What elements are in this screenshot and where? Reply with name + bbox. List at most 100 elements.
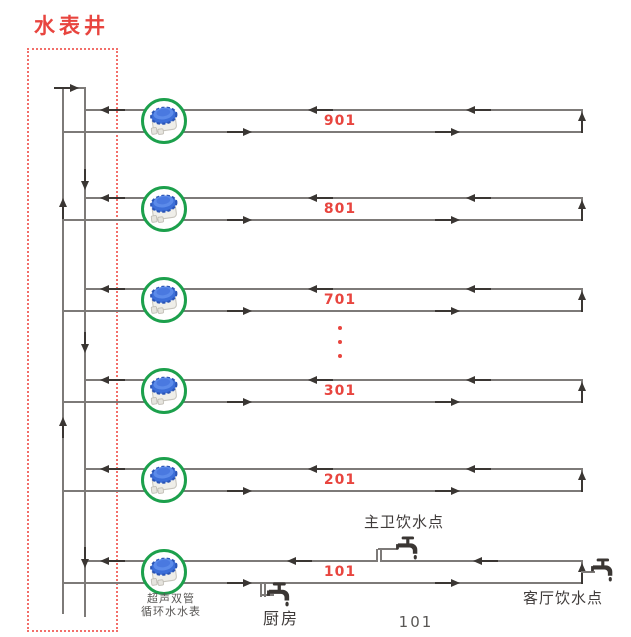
floor-supply-pipe (62, 310, 583, 312)
flow-arrow-left-icon (466, 465, 475, 473)
flow-arrow-left-icon (475, 197, 491, 199)
flow-arrow-left-icon (475, 468, 491, 470)
flow-arrow-left-icon (473, 557, 482, 565)
flow-arrow-up-icon (581, 121, 583, 133)
floor-return-pipe (84, 379, 583, 381)
faucet-icon (396, 536, 418, 560)
flow-arrow-right-icon (227, 310, 243, 312)
bottom-floor-label: 101 (398, 613, 434, 631)
flow-arrow-up-icon (578, 291, 586, 300)
flow-arrow-left-icon (317, 197, 333, 199)
flow-arrow-up-icon (578, 200, 586, 209)
living-room-point-label: 客厅饮水点 (522, 589, 604, 607)
flow-arrow-left-icon (475, 288, 491, 290)
flow-arrow-down-icon (84, 547, 86, 559)
floor-number-label: 901 (323, 113, 357, 129)
flow-arrow-right-icon (227, 490, 243, 492)
flow-arrow-right-icon (451, 579, 460, 587)
flow-arrow-right-icon (435, 131, 451, 133)
floor-ellipsis-dot (338, 340, 342, 344)
flow-arrow-up-icon (581, 300, 583, 312)
flow-arrow-up-icon (59, 417, 67, 426)
kitchen-point-label: 厨房 (262, 609, 300, 628)
flow-arrow-left-icon (466, 194, 475, 202)
flow-arrow-right-icon (70, 84, 79, 92)
flow-arrow-left-icon (100, 376, 109, 384)
meter-caption-line1: 超声双管 (147, 592, 195, 605)
flow-arrow-left-icon (317, 468, 333, 470)
flow-arrow-left-icon (317, 288, 333, 290)
flow-arrow-up-icon (62, 207, 64, 219)
supply-riser-pipe (62, 87, 64, 614)
flow-arrow-left-icon (109, 468, 125, 470)
flow-arrow-right-icon (227, 582, 243, 584)
flow-arrow-up-icon (59, 198, 67, 207)
floor-return-pipe (84, 109, 583, 111)
flow-arrow-right-icon (243, 128, 252, 136)
faucet-icon (267, 582, 290, 607)
water-meter-icon (150, 557, 178, 586)
floor-ellipsis-dot (338, 326, 342, 330)
floor-return-pipe (84, 288, 583, 290)
flow-arrow-right-icon (451, 216, 460, 224)
flow-arrow-right-icon (451, 398, 460, 406)
flow-arrow-right-icon (243, 487, 252, 495)
water-meter-icon (141, 549, 187, 595)
flow-arrow-right-icon (243, 307, 252, 315)
flow-arrow-down-icon (84, 169, 86, 181)
flow-arrow-up-icon (581, 572, 583, 584)
flow-arrow-up-icon (578, 471, 586, 480)
water-meter-icon (141, 186, 187, 232)
flow-arrow-left-icon (100, 465, 109, 473)
water-meter-icon (150, 465, 178, 494)
floor-supply-pipe (62, 219, 583, 221)
page-title: 水表井 (34, 14, 109, 38)
flow-arrow-left-icon (100, 194, 109, 202)
flow-arrow-right-icon (227, 401, 243, 403)
flow-arrow-up-icon (578, 112, 586, 121)
flow-arrow-left-icon (100, 285, 109, 293)
flow-arrow-right-icon (54, 87, 70, 89)
floor-number-label: 101 (323, 564, 357, 580)
floor-supply-pipe (62, 131, 583, 133)
flow-arrow-right-icon (243, 579, 252, 587)
flow-arrow-left-icon (466, 376, 475, 384)
meter-caption-line2: 循环水水表 (141, 605, 201, 618)
water-meter-icon (141, 98, 187, 144)
flow-arrow-up-icon (581, 391, 583, 403)
flow-arrow-up-icon (578, 563, 586, 572)
water-meter-icon (150, 376, 178, 405)
floor-ellipsis-dot (338, 354, 342, 358)
flow-arrow-right-icon (451, 128, 460, 136)
water-meter-well-boundary (27, 48, 118, 632)
water-meter-icon (150, 285, 178, 314)
flow-arrow-left-icon (100, 106, 109, 114)
master-bath-point-label: 主卫饮水点 (363, 513, 445, 531)
water-meter-icon (141, 277, 187, 323)
flow-arrow-right-icon (435, 582, 451, 584)
flow-arrow-left-icon (466, 106, 475, 114)
floor-number-label: 201 (323, 472, 357, 488)
flow-arrow-left-icon (287, 557, 296, 565)
flow-arrow-left-icon (308, 465, 317, 473)
flow-arrow-right-icon (451, 307, 460, 315)
floor-supply-pipe (62, 490, 583, 492)
flow-arrow-down-icon (84, 332, 86, 344)
floor-number-label: 301 (323, 383, 357, 399)
flow-arrow-left-icon (317, 379, 333, 381)
flow-arrow-right-icon (435, 310, 451, 312)
flow-arrow-up-icon (581, 480, 583, 492)
flow-arrow-left-icon (308, 194, 317, 202)
flow-arrow-left-icon (109, 379, 125, 381)
flow-arrow-up-icon (581, 209, 583, 221)
flow-arrow-right-icon (227, 131, 243, 133)
flow-arrow-left-icon (109, 560, 125, 562)
flow-arrow-left-icon (475, 109, 491, 111)
flow-arrow-up-icon (62, 426, 64, 438)
water-meter-icon (150, 106, 178, 135)
master-bath-branch-pipe (378, 548, 398, 550)
flow-arrow-right-icon (451, 487, 460, 495)
floor-supply-pipe (62, 401, 583, 403)
flow-arrow-right-icon (243, 398, 252, 406)
